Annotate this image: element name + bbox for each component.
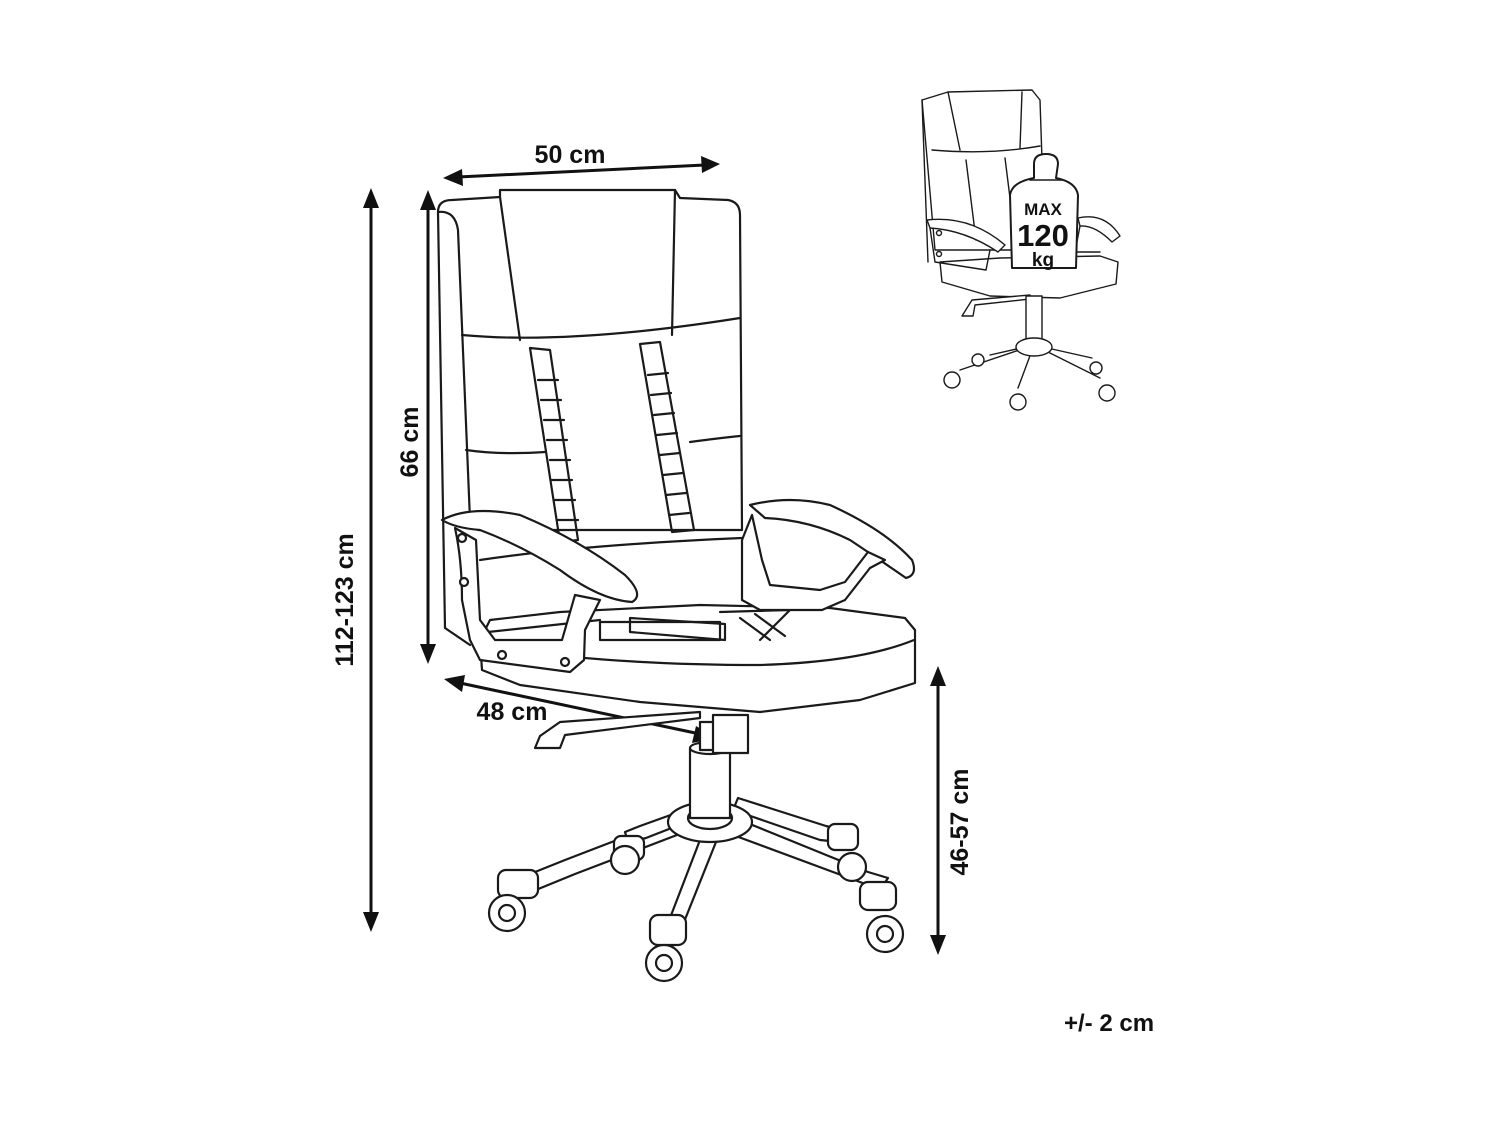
office-chair-icon — [436, 188, 917, 983]
height-lever — [533, 710, 702, 750]
gas-cylinder — [688, 713, 750, 820]
office-chair-thumbnail-icon — [921, 89, 1121, 411]
backrest — [436, 188, 744, 647]
seat-height-arrow — [930, 666, 946, 955]
left-armrest — [440, 509, 639, 674]
castor — [644, 913, 688, 983]
width-label: 50 cm — [535, 141, 606, 169]
right-armrest — [740, 498, 916, 612]
castor — [826, 822, 868, 883]
load-badge-unit: kg — [1032, 250, 1054, 271]
castor — [858, 880, 905, 954]
tolerance-note: +/- 2 cm — [1064, 1010, 1155, 1037]
castor — [487, 868, 540, 933]
seat-height-label: 46-57 cm — [946, 768, 974, 875]
castor — [609, 834, 646, 876]
width-arrow — [443, 156, 720, 186]
chair-base — [487, 796, 905, 983]
total-height-arrow — [363, 188, 379, 932]
load-badge-top: MAX — [1024, 200, 1062, 219]
backrest-height-arrow — [420, 190, 436, 664]
load-badge-value: 120 — [1017, 218, 1069, 253]
seat-depth-label: 48 cm — [477, 698, 548, 726]
total-height-label: 112-123 cm — [331, 533, 359, 666]
backrest-height-label: 66 cm — [396, 407, 424, 478]
weight-icon — [1009, 153, 1079, 269]
